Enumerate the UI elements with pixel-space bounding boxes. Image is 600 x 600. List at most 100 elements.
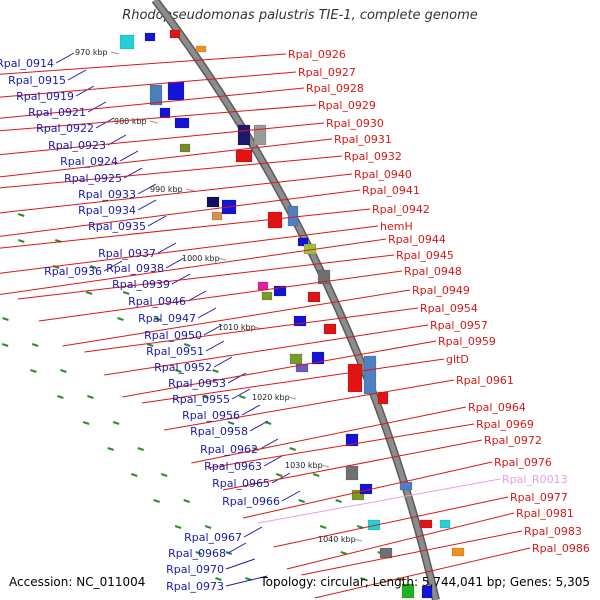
gene-label-left: Rpal_0923 — [48, 139, 106, 152]
gene-label-right: Rpal_0940 — [354, 168, 412, 181]
leader-line-left — [213, 356, 233, 368]
gene-block — [351, 489, 365, 501]
gene-label-right: Rpal_0976 — [494, 456, 552, 469]
gene-label-right: Rpal_0972 — [484, 434, 542, 447]
gene-label-left: Rpal_0946 — [128, 295, 186, 308]
backbone-layer — [151, 0, 440, 600]
gene-block — [195, 45, 207, 53]
gene-label-right: Rpal_0954 — [420, 302, 478, 315]
gene-block — [119, 34, 135, 50]
gene-label-right: Rpal_0964 — [468, 401, 526, 414]
leader-line-layer — [0, 52, 531, 599]
tick-mark-0 — [195, 551, 203, 555]
leader-line-right — [0, 122, 325, 156]
gene-label-left: Rpal_0951 — [146, 345, 204, 358]
leader-line-left — [165, 257, 185, 269]
tick-label: 1040 kbp — [318, 535, 356, 544]
leader-line-right — [0, 71, 297, 98]
gene-label-left: Rpal_0919 — [16, 90, 74, 103]
gene-block — [273, 285, 287, 297]
leader-line-right — [84, 307, 419, 353]
leader-line-left — [249, 420, 269, 432]
leader-line-right — [286, 512, 515, 570]
gene-block — [399, 481, 413, 491]
leader-line-right — [0, 208, 371, 249]
tick-mark-0 — [1, 343, 9, 347]
gene-layer — [119, 29, 465, 599]
gene-block — [367, 519, 381, 531]
leader-line-left — [271, 472, 291, 484]
tick-mark-2 — [227, 421, 235, 425]
gene-label-left: Rpal_0956 — [182, 409, 240, 422]
gene-label-right: Rpal_0944 — [388, 233, 446, 246]
gene-block — [451, 547, 465, 557]
leader-line-left — [225, 558, 255, 570]
tick-mark-2 — [360, 577, 367, 581]
gene-label-left: Rpal_0939 — [112, 278, 170, 291]
tick-mark-3 — [312, 473, 320, 477]
tick-mark-2 — [298, 499, 305, 503]
gene-label-left: Rpal_0963 — [204, 460, 262, 473]
gene-block — [307, 291, 321, 303]
leader-line-right — [273, 496, 509, 548]
gene-block — [179, 143, 191, 153]
leader-line-left — [259, 438, 279, 450]
leader-line-right — [0, 53, 287, 75]
tick-mark-1 — [2, 317, 9, 321]
tick-mark-1 — [60, 369, 67, 373]
genome-summary-text: Topology: circular; Length: 5,744,041 bp… — [260, 575, 590, 589]
gene-label-left: Rpal_0934 — [78, 204, 136, 217]
tick-pointer — [353, 538, 363, 542]
gene-label-left: Rpal_0955 — [172, 393, 230, 406]
gene-block — [159, 107, 171, 119]
gene-label-right: Rpal_0961 — [456, 374, 514, 387]
leader-line-right — [17, 254, 395, 300]
tick-mark-3 — [335, 499, 342, 503]
tick-label: 970 kbp — [75, 48, 108, 57]
gene-block — [289, 353, 303, 365]
leader-line-left — [137, 199, 157, 211]
tick-mark-1 — [112, 421, 120, 425]
leader-line-left — [197, 307, 217, 319]
gene-label-right: Rpal_0932 — [344, 150, 402, 163]
gene-block — [206, 196, 220, 208]
leader-line-right — [0, 225, 379, 274]
gene-label-left: Rpal_0924 — [60, 155, 118, 168]
tick-mark-3 — [239, 395, 246, 399]
tick-mark-2 — [275, 473, 283, 477]
gene-label-right: Rpal_0981 — [516, 507, 574, 520]
gene-label-right: gltD — [446, 353, 469, 366]
gene-label-right: Rpal_0969 — [476, 418, 534, 431]
tick-mark-0 — [153, 499, 160, 503]
gene-block — [345, 433, 359, 447]
leader-line-right — [0, 189, 361, 237]
gene-block — [297, 237, 309, 247]
tick-pointer — [185, 188, 195, 192]
leader-line-left — [227, 372, 247, 384]
tick-mark-2 — [340, 551, 348, 555]
gene-label-right: Rpal_0957 — [430, 319, 488, 332]
gene-label-left: Rpal_0970 — [166, 563, 224, 576]
leader-line-right — [242, 461, 493, 519]
tick-mark-3 — [17, 213, 25, 217]
leader-line-left — [87, 101, 107, 113]
gene-label-left: Rpal_0921 — [28, 106, 86, 119]
leader-line-right — [104, 324, 429, 376]
tick-mark-2 — [85, 291, 93, 295]
gene-label-right: Rpal_0977 — [510, 491, 568, 504]
map-title: Rhodopseudomonas palustris TIE-1, comple… — [122, 8, 478, 23]
leader-line-left — [187, 290, 207, 302]
tick-mark-3 — [154, 317, 161, 321]
tick-mark-3 — [289, 447, 297, 451]
tick-mark-2 — [146, 343, 154, 347]
gene-label-right: Rpal_0927 — [298, 66, 356, 79]
gene-label-left: Rpal_0965 — [212, 477, 270, 490]
label-layer: Rpal_0914Rpal_0915Rpal_0919Rpal_0921Rpal… — [0, 48, 590, 593]
tick-mark-1 — [204, 525, 212, 529]
leader-line-left — [241, 404, 261, 416]
leader-line-left — [281, 490, 301, 502]
tick-mark-0 — [30, 369, 37, 373]
tick-label: 1000 kbp — [182, 254, 220, 263]
